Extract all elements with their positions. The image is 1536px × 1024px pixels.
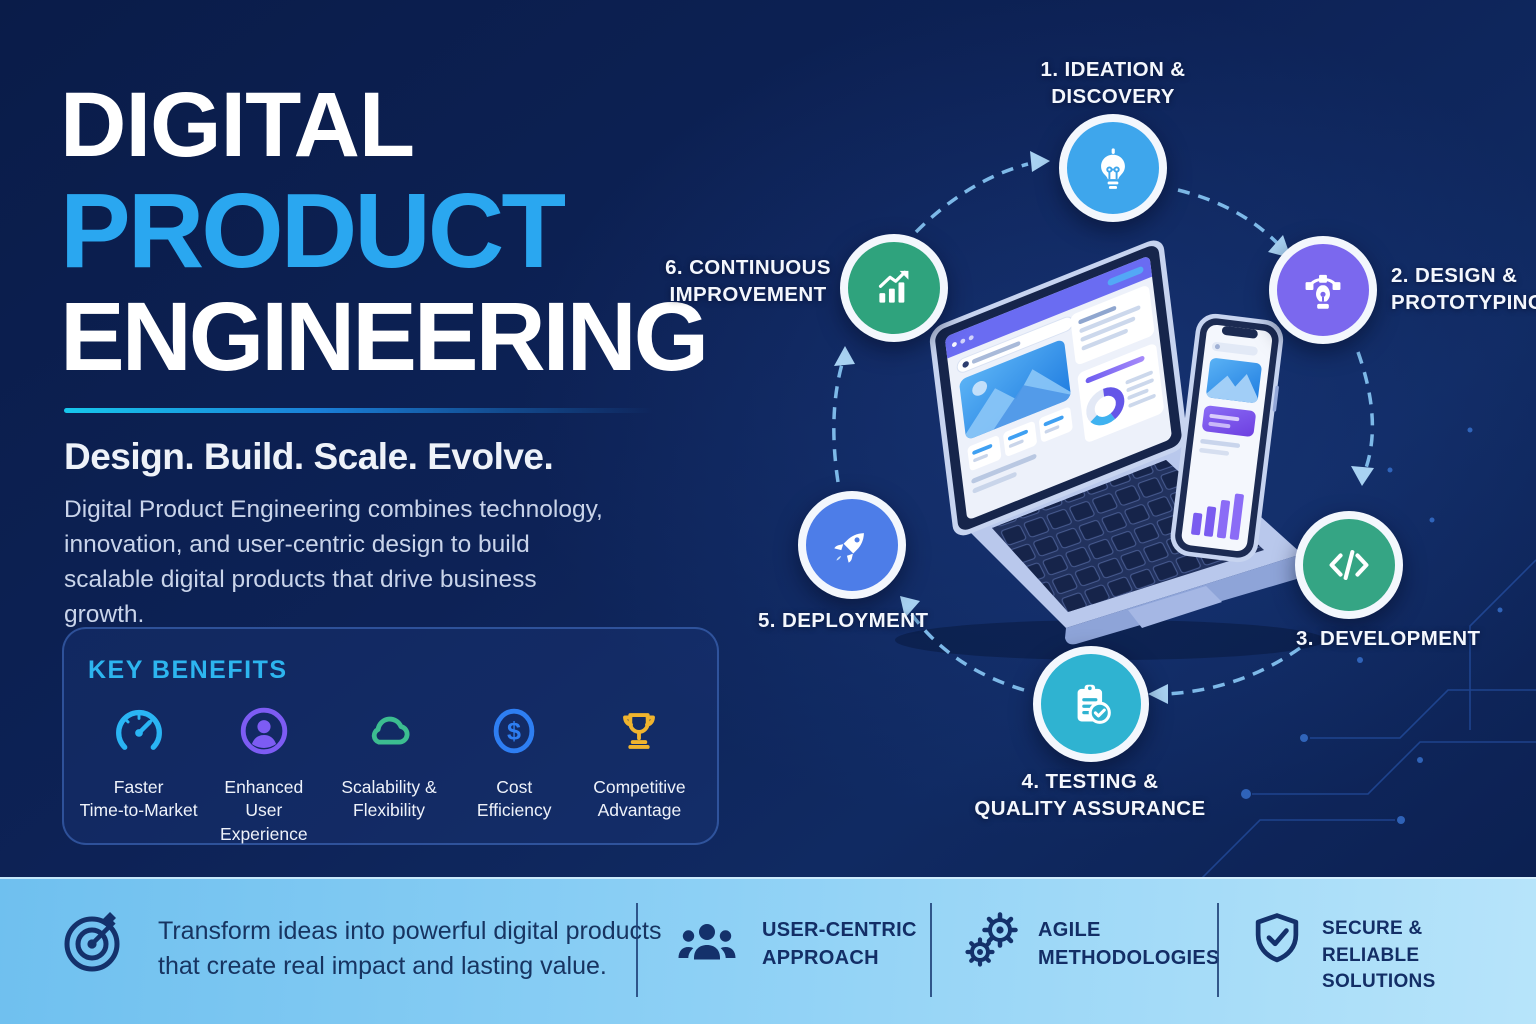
process-step-6-label: 6. CONTINUOUS IMPROVEMENT <box>665 256 831 307</box>
rocket-icon <box>834 533 864 563</box>
process-step-4-label: 4. TESTING & QUALITY ASSURANCE <box>974 770 1206 821</box>
benefit-item-cost-efficiency: $ Cost Efficiency <box>452 700 577 846</box>
user-icon <box>240 707 287 755</box>
description: Digital Product Engineering combines tec… <box>64 496 603 629</box>
benefit-item-competitive-advantage: Competitive Advantage <box>577 700 702 846</box>
benefit-label: Time-to-Market <box>79 800 198 821</box>
title-line-3: ENGINEERING <box>60 282 709 392</box>
speedometer-icon <box>115 709 162 750</box>
benefit-label: Competitive <box>593 777 686 797</box>
footer-divider <box>1217 903 1219 997</box>
benefit-label: User Experience <box>220 800 308 844</box>
laptop-phone-illustration <box>895 240 1325 660</box>
svg-text:$: $ <box>507 718 521 746</box>
gears-icon <box>965 912 1018 967</box>
process-step-2-label: 2. DESIGN & PROTOTYPING <box>1391 264 1536 315</box>
footer-item-secure: SECURE & RELIABLE SOLUTIONS <box>1322 918 1436 993</box>
benefit-label: Scalability & <box>341 777 437 797</box>
process-step-3-label: 3. DEVELOPMENT <box>1296 627 1481 650</box>
benefit-label: Faster <box>113 777 164 797</box>
process-step-1-label: 1. IDEATION & DISCOVERY <box>1040 58 1186 109</box>
process-step-3-circle <box>1295 511 1403 619</box>
pen-tool-icon <box>1305 274 1341 309</box>
trophy-icon <box>623 713 656 749</box>
footer-bar <box>0 877 1536 1024</box>
accent-divider <box>64 408 704 413</box>
benefit-label: Efficiency <box>476 800 552 821</box>
title-line-2: PRODUCT <box>60 172 566 291</box>
benefit-label: Enhanced <box>224 777 304 797</box>
benefit-label: Cost <box>496 777 533 797</box>
dollar-icon: $ <box>493 708 535 754</box>
benefit-label: Flexibility <box>353 800 425 821</box>
code-icon <box>1329 550 1369 580</box>
key-benefits-panel <box>62 627 719 845</box>
lightbulb-icon <box>1101 148 1125 189</box>
key-benefits-row: Faster Time-to-Market Enhanced User Expe… <box>76 700 702 846</box>
footer-item-user-centric: USER-CENTRIC APPROACH <box>762 919 917 969</box>
target-icon <box>64 912 120 972</box>
tagline: Design. Build. Scale. Evolve. <box>64 436 554 477</box>
process-step-5-label: 5. DEPLOYMENT <box>758 609 929 632</box>
growth-chart-icon <box>878 270 909 303</box>
people-icon <box>678 924 736 960</box>
cloud-icon <box>371 716 410 745</box>
process-step-1-circle <box>1059 114 1167 222</box>
page-title: DIGITAL PRODUCT ENGINEERING <box>60 74 709 392</box>
clipboard-check-icon <box>1077 684 1111 724</box>
footer-item-agile: AGILE METHODOLOGIES <box>1038 919 1220 969</box>
process-step-2-circle <box>1269 236 1377 344</box>
process-step-6-circle <box>840 234 948 342</box>
key-benefits-heading: KEY BENEFITS <box>88 656 288 684</box>
footer-divider <box>930 903 932 997</box>
process-step-4-circle <box>1033 646 1149 762</box>
benefit-item-scalability-flexibility: Scalability & Flexibility <box>326 700 451 846</box>
shield-check-icon <box>1255 913 1299 963</box>
benefit-item-faster-time-to-market: Faster Time-to-Market <box>76 700 201 846</box>
benefit-item-enhanced-user-experience: Enhanced User Experience <box>201 700 326 846</box>
title-line-1: DIGITAL <box>60 74 415 176</box>
footer-divider <box>636 903 638 997</box>
benefit-label: Advantage <box>597 800 682 821</box>
footer-message: Transform ideas into powerful digital pr… <box>158 917 662 980</box>
process-step-5-circle <box>798 491 906 599</box>
